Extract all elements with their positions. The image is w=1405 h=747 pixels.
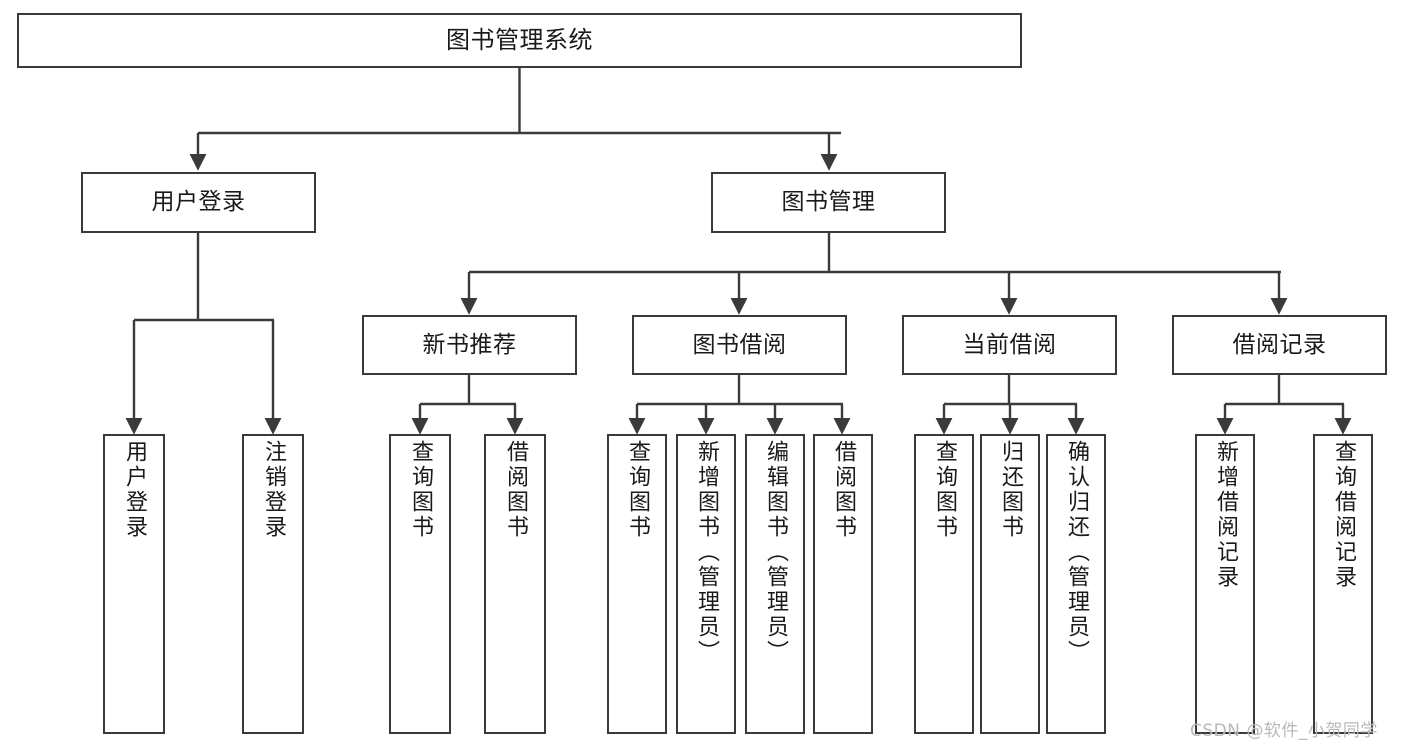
node-leaf-query-book-2[interactable]: 查询图书 (607, 434, 667, 734)
node-borrow-record[interactable]: 借阅记录 (1172, 315, 1387, 375)
node-leaf-add-record-label: 新增借阅记录 (1213, 440, 1238, 590)
node-leaf-user-login-label: 用户登录 (122, 440, 147, 540)
node-leaf-add-record[interactable]: 新增借阅记录 (1195, 434, 1255, 734)
node-leaf-query-book-3-label: 查询图书 (932, 440, 957, 540)
node-user-login-label: 用户登录 (151, 189, 246, 216)
node-leaf-borrow-book-2-label: 借阅图书 (831, 440, 856, 540)
node-new-book-recommend-label: 新书推荐 (422, 331, 517, 358)
node-leaf-query-book-2-label: 查询图书 (625, 440, 650, 540)
node-book-management-label: 图书管理 (781, 189, 876, 216)
node-leaf-borrow-book-1[interactable]: 借阅图书 (484, 434, 546, 734)
node-leaf-query-book-1[interactable]: 查询图书 (389, 434, 451, 734)
node-book-borrow-label: 图书借阅 (692, 331, 787, 358)
node-current-borrow[interactable]: 当前借阅 (902, 315, 1117, 375)
node-borrow-record-label: 借阅记录 (1232, 331, 1327, 358)
node-leaf-borrow-book-2[interactable]: 借阅图书 (813, 434, 873, 734)
node-leaf-return-book[interactable]: 归还图书 (980, 434, 1040, 734)
node-book-management[interactable]: 图书管理 (711, 172, 946, 233)
node-leaf-confirm-return-label: 确认归还（管理员） (1064, 440, 1089, 665)
node-leaf-add-book-label: 新增图书（管理员） (694, 440, 719, 665)
node-leaf-query-book-1-label: 查询图书 (408, 440, 433, 540)
node-leaf-borrow-book-1-label: 借阅图书 (503, 440, 528, 540)
node-root-label: 图书管理系统 (446, 25, 593, 54)
node-leaf-query-record[interactable]: 查询借阅记录 (1313, 434, 1373, 734)
node-leaf-logout-login[interactable]: 注销登录 (242, 434, 304, 734)
node-leaf-confirm-return[interactable]: 确认归还（管理员） (1046, 434, 1106, 734)
node-leaf-return-book-label: 归还图书 (998, 440, 1023, 540)
node-user-login[interactable]: 用户登录 (81, 172, 316, 233)
node-leaf-query-book-3[interactable]: 查询图书 (914, 434, 974, 734)
node-leaf-edit-book-label: 编辑图书（管理员） (763, 440, 788, 665)
node-current-borrow-label: 当前借阅 (962, 331, 1057, 358)
node-root[interactable]: 图书管理系统 (17, 13, 1022, 68)
node-leaf-query-record-label: 查询借阅记录 (1331, 440, 1356, 590)
node-leaf-add-book[interactable]: 新增图书（管理员） (676, 434, 736, 734)
node-book-borrow[interactable]: 图书借阅 (632, 315, 847, 375)
csdn-watermark: CSDN @软件_小贺同学 (1190, 721, 1378, 741)
node-leaf-logout-login-label: 注销登录 (261, 440, 286, 540)
node-new-book-recommend[interactable]: 新书推荐 (362, 315, 577, 375)
node-leaf-edit-book[interactable]: 编辑图书（管理员） (745, 434, 805, 734)
node-leaf-user-login[interactable]: 用户登录 (103, 434, 165, 734)
